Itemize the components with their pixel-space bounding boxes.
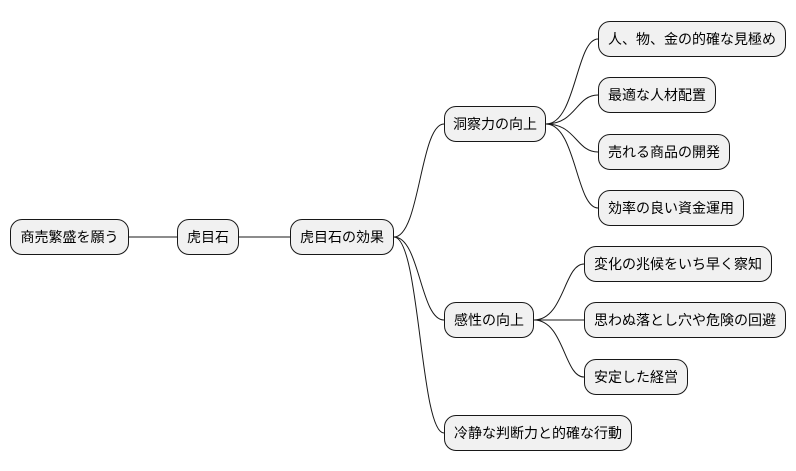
node-branch-sensitivity[interactable]: 感性の向上 [444,302,534,338]
edge-insight-to-child-4 [545,123,599,209]
node-sensitivity-child-3[interactable]: 安定した経営 [584,359,688,395]
node-effects[interactable]: 虎目石の効果 [290,219,394,255]
node-insight-child-2[interactable]: 最適な人材配置 [598,77,716,113]
node-insight-child-4[interactable]: 効率の良い資金運用 [598,190,744,226]
edge-effects-to-sensitivity [393,236,445,321]
edge-sensitivity-to-child-1 [533,263,585,321]
edge-insight-to-child-3 [545,123,599,153]
edge-sensitivity-to-child-3 [533,319,585,378]
edge-insight-to-child-1 [545,38,599,125]
node-sensitivity-child-1[interactable]: 変化の兆候をいち早く察知 [584,246,772,282]
node-root[interactable]: 商売繁盛を願う [10,219,129,255]
edge-effects-to-insight [393,123,445,238]
node-insight-child-3[interactable]: 売れる商品の開発 [598,134,730,170]
node-insight-child-1[interactable]: 人、物、金の的確な見極め [598,21,786,57]
node-torameishi[interactable]: 虎目石 [177,219,239,255]
edge-insight-to-child-2 [545,94,599,125]
node-sensitivity-child-2[interactable]: 思わぬ落とし穴や危険の回避 [584,302,786,338]
node-branch-judgment[interactable]: 冷静な判断力と的確な行動 [444,415,632,451]
edge-effects-to-judgment [393,236,445,434]
node-branch-insight[interactable]: 洞察力の向上 [444,106,546,142]
